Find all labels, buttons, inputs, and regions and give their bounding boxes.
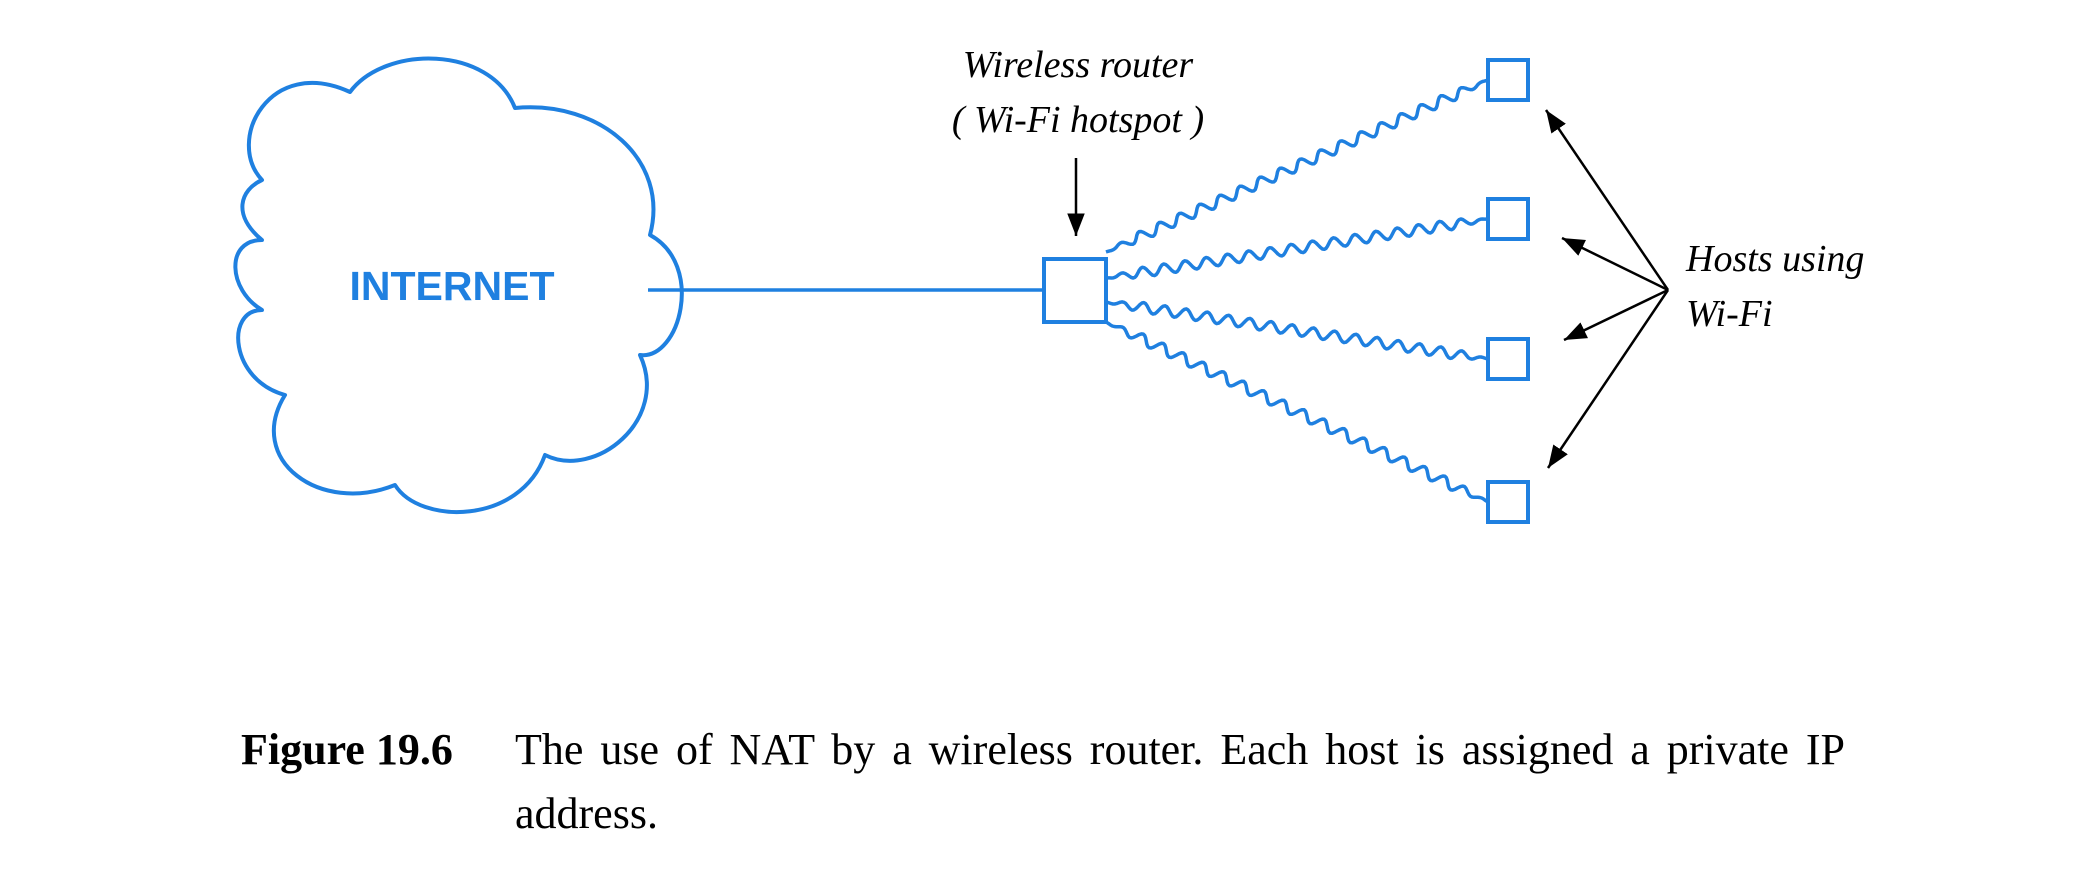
wifi-links	[1105, 78, 1489, 504]
host-pointer-arrow	[1563, 288, 1669, 342]
hosts-label-line1: Hosts using	[1685, 238, 1864, 280]
wifi-link	[1105, 320, 1489, 504]
router-label-line2: ( Wi-Fi hotspot )	[952, 99, 1204, 141]
host-box	[1486, 337, 1530, 381]
hosts-label-line2: Wi-Fi	[1686, 293, 1773, 335]
wifi-link	[1105, 300, 1489, 361]
figure-caption-text: The use of NAT by a wireless router. Eac…	[515, 725, 1845, 838]
host-pointer-arrow	[1561, 236, 1669, 292]
host-pointer-arrow	[1546, 289, 1670, 469]
host-box	[1486, 58, 1530, 102]
host-box	[1486, 480, 1530, 524]
wifi-link	[1105, 78, 1489, 254]
router-box	[1042, 257, 1108, 324]
host-pointer-arrow	[1544, 109, 1670, 291]
router-label-line1: Wireless router	[963, 44, 1194, 86]
wifi-link	[1105, 217, 1489, 280]
cloud-icon	[233, 56, 684, 514]
figure-number: Figure 19.6	[241, 725, 453, 774]
internet-label: INTERNET	[350, 263, 555, 309]
host-box	[1486, 197, 1530, 241]
